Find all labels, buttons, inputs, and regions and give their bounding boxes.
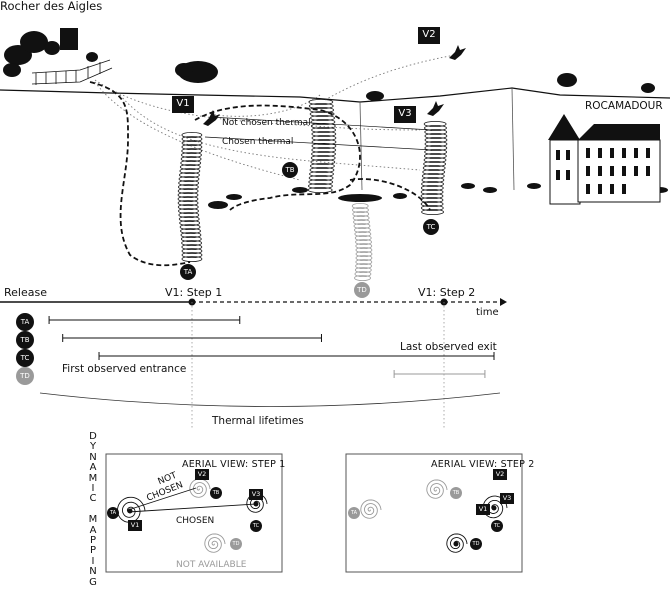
vertical-letter: I — [91, 483, 95, 495]
fence — [31, 59, 113, 85]
row-td-marker: TD — [16, 367, 34, 385]
vertical-letter: P — [89, 545, 97, 557]
panel2-title: AERIAL VIEW: STEP 2 — [431, 459, 535, 470]
p1-not-available-label: NOT AVAILABLE — [176, 560, 247, 570]
place-rocher: Rocher des Aigles — [0, 0, 103, 13]
thermal-tb-column — [307, 99, 337, 193]
timeline-release: Release — [4, 286, 47, 299]
p1-td-marker: TD — [230, 538, 242, 550]
p2-spiral-td — [446, 533, 468, 553]
p2-v1-badge: V1 — [476, 504, 490, 515]
p1-tc-marker: TC — [250, 520, 262, 532]
lifetime-bar-tc — [98, 352, 495, 360]
trees-left — [3, 28, 655, 101]
landscape-illustration — [0, 28, 670, 281]
lifetime-bar-td — [393, 370, 486, 378]
cliff-edge-2 — [511, 87, 515, 191]
vertical-letter: M — [88, 514, 98, 526]
p1-chosen-label: CHOSEN — [176, 516, 215, 526]
thermal-td-marker: TD — [354, 282, 370, 298]
row-ta-marker: TA — [16, 313, 34, 331]
p2-spiral-ta — [360, 499, 382, 519]
thermal-ta-column — [177, 131, 203, 262]
thermal-tc-marker: TC — [423, 219, 439, 235]
p2-spiral-tb — [426, 479, 448, 499]
p2-tc-marker: TC — [491, 520, 503, 532]
timeline-time: time — [476, 307, 499, 318]
p2-v2-badge: V2 — [493, 469, 507, 480]
vertical-letter: D — [89, 431, 97, 442]
p2-v3-badge: V3 — [500, 493, 514, 504]
p1-v1-badge: V1 — [128, 520, 142, 531]
v1-trajectory — [89, 81, 431, 267]
badge-v2: V2 — [418, 27, 440, 44]
chosen-label: Chosen thermal — [222, 137, 294, 147]
timeline-step2: V1: Step 2 — [418, 286, 476, 299]
thermal-td-column — [351, 202, 373, 281]
vertical-letter: C — [89, 493, 97, 505]
bushes — [208, 183, 668, 209]
badge-v3: V3 — [394, 106, 416, 123]
timeline-arrow — [500, 298, 507, 306]
rocamadour-building — [548, 114, 661, 205]
bird-v1-icon — [203, 110, 220, 126]
vertical-letter: N — [89, 451, 97, 463]
aerial-panels — [105, 453, 523, 573]
vertical-letter: Y — [89, 441, 97, 453]
vertical-letter: G — [89, 576, 97, 588]
row-tc-marker: TC — [16, 349, 34, 367]
thermal-ta-marker: TA — [180, 264, 196, 280]
badge-v1: V1 — [172, 96, 194, 113]
row-tb-marker: TB — [16, 331, 34, 349]
p1-not-chosen-line — [127, 487, 197, 511]
p2-ta-marker: TA — [348, 507, 360, 519]
p1-tb-marker: TB — [210, 487, 222, 499]
lifetime-bar-ta — [48, 316, 241, 324]
vertical-letter: I — [91, 555, 95, 567]
timeline-lifetimes: Thermal lifetimes — [212, 415, 304, 427]
thermal-tc-column — [420, 121, 448, 215]
horizon-line — [0, 87, 670, 103]
p1-v2-badge: V2 — [195, 469, 209, 480]
p1-chosen-line — [127, 503, 257, 513]
vertical-letter: A — [89, 524, 97, 536]
p1-ta-marker: TA — [107, 507, 119, 519]
panel1-title: AERIAL VIEW: STEP 1 — [182, 459, 286, 470]
panel1-frame — [105, 453, 283, 573]
p1-spiral-td — [204, 533, 226, 553]
bird-v2-icon — [449, 45, 466, 60]
vertical-letter: M — [88, 472, 98, 484]
lifetime-bar-tb — [62, 334, 322, 342]
lifetime-brace — [39, 392, 501, 407]
p2-td-marker: TD — [470, 538, 482, 550]
vertical-letter: P — [89, 535, 97, 547]
timeline-step1: V1: Step 1 — [165, 286, 223, 299]
bird-v3-icon — [427, 101, 444, 116]
thermal-tb-marker: TB — [282, 162, 298, 178]
p1-v3-badge: V3 — [249, 489, 263, 500]
timeline-first-entrance: First observed entrance — [62, 363, 187, 375]
bird-icons — [203, 45, 466, 126]
thermal-columns — [177, 99, 448, 281]
timeline-chart — [0, 298, 507, 430]
place-rocamadour: ROCAMADOUR — [585, 100, 663, 112]
p2-tb-marker: TB — [450, 487, 462, 499]
vertical-letter: N — [89, 566, 97, 578]
not-chosen-label: Not chosen thermal — [222, 118, 311, 128]
lifetime-bars — [48, 316, 495, 378]
vertical-letter: A — [89, 462, 97, 474]
timeline-last-exit: Last observed exit — [400, 341, 497, 353]
